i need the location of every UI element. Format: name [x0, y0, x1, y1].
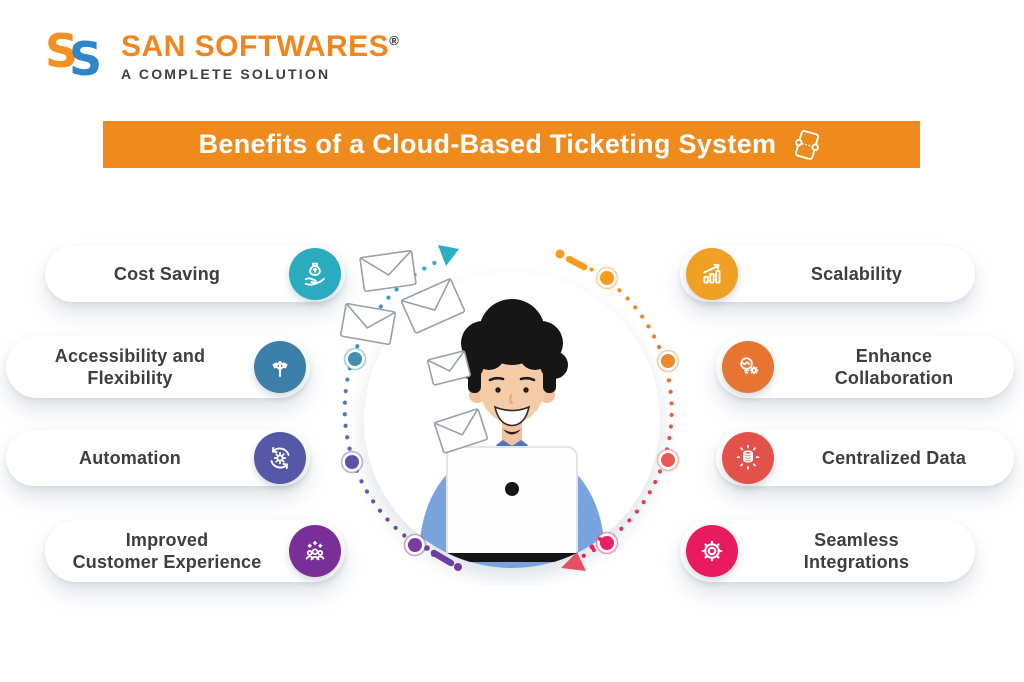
branching-arrows-icon [254, 341, 306, 393]
node [656, 448, 680, 472]
node [343, 347, 367, 371]
laptop [446, 446, 578, 560]
growth-chart-icon [686, 248, 738, 300]
benefit-card-centralized-data: Centralized Data [716, 430, 1014, 486]
node [595, 266, 619, 290]
benefit-label: Seamless Integrations [803, 529, 910, 573]
benefit-label: Improved Customer Experience [72, 529, 262, 573]
logo-tagline: A COMPLETE SOLUTION [121, 66, 331, 82]
benefit-card-cost-saving: Cost Saving [45, 246, 345, 302]
envelope-icon [340, 302, 396, 346]
brand-logo: S S SAN SOFTWARES® A COMPLETE SOLUTION [45, 26, 399, 86]
ring-nodes [340, 245, 680, 571]
logo-text: SAN SOFTWARES® A COMPLETE SOLUTION [121, 26, 400, 83]
title-banner: Benefits of a Cloud-Based Ticketing Syst… [103, 121, 920, 168]
envelope-icon [427, 350, 471, 386]
logo-monogram-icon: S S [45, 26, 109, 86]
node [403, 533, 427, 557]
teal-arrow-icon [438, 245, 459, 266]
pink-arrow-icon [561, 552, 586, 571]
benefit-label: Automation [79, 447, 181, 468]
node [595, 531, 619, 555]
email-envelopes [340, 250, 489, 454]
benefit-label: Accessibility and Flexibility [54, 345, 206, 389]
envelope-icon [400, 278, 466, 334]
benefit-label: Enhance Collaboration [834, 345, 954, 389]
support-agent [419, 299, 605, 568]
money-hand-icon [289, 248, 341, 300]
gear-icon [686, 525, 738, 577]
benefit-card-accessibility-flexibility: Accessibility and Flexibility [6, 336, 310, 398]
gear-refresh-icon [254, 432, 306, 484]
node [656, 349, 680, 373]
benefit-label: Scalability [810, 263, 903, 284]
registered-mark: ® [389, 33, 400, 48]
benefit-label: Cost Saving [113, 263, 221, 284]
page-title: Benefits of a Cloud-Based Ticketing Syst… [198, 129, 777, 159]
logo-name: SAN SOFTWARES® [121, 30, 400, 63]
ticket-icon [795, 129, 820, 160]
customers-stars-icon [289, 525, 341, 577]
envelope-icon [433, 408, 489, 454]
benefit-card-seamless-integrations: Seamless Integrations [680, 520, 975, 582]
agent-laptop-illustration [340, 245, 680, 571]
node [340, 450, 364, 474]
benefit-card-improved-customer-experience: Improved Customer Experience [45, 520, 345, 582]
envelope-icon [359, 250, 417, 292]
benefit-card-automation: Automation [6, 430, 310, 486]
benefit-card-scalability: Scalability [680, 246, 975, 302]
benefit-card-enhance-collaboration: Enhance Collaboration [716, 336, 1014, 398]
bulb-gear-icon [722, 341, 774, 393]
database-share-icon [722, 432, 774, 484]
logo-letter: S [45, 24, 79, 78]
logo-letter: S [69, 32, 103, 86]
benefit-label: Centralized Data [821, 447, 967, 468]
